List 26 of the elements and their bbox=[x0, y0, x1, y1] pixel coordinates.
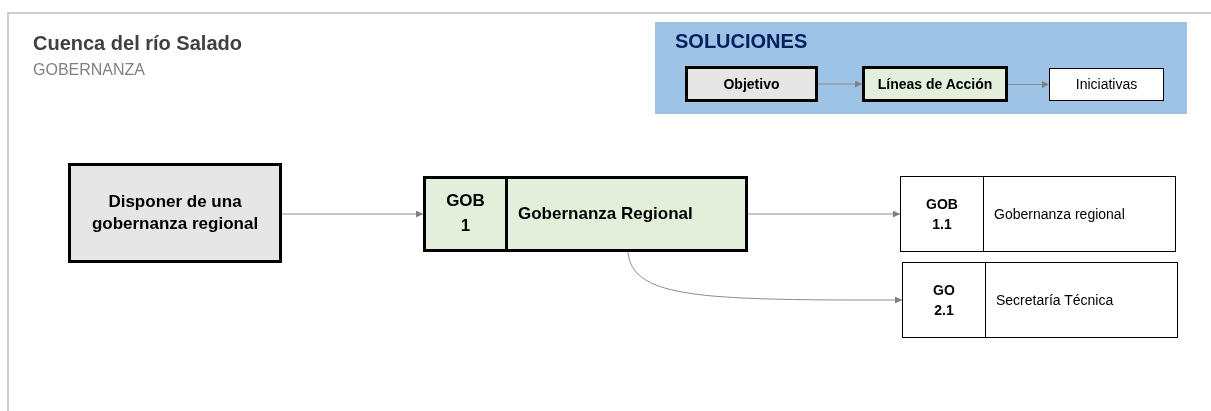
subtitle: GOBERNANZA bbox=[33, 61, 145, 79]
line-label: Gobernanza regional bbox=[994, 204, 1125, 224]
box-label: Líneas de Acción bbox=[876, 74, 994, 94]
line-label: Secretaría Técnica bbox=[996, 290, 1114, 310]
code-label: GOB 1.1 bbox=[926, 194, 958, 234]
arrow bbox=[281, 210, 424, 218]
code-box bbox=[423, 176, 748, 252]
process-box bbox=[68, 163, 282, 263]
panel-heading: SOLUCIONES bbox=[675, 30, 808, 53]
box-label: Objetivo bbox=[722, 74, 781, 94]
code-label: GOB 1 bbox=[446, 190, 485, 237]
process-box bbox=[685, 66, 818, 102]
diagram-title: Cuenca del río Salado bbox=[33, 32, 242, 55]
arrow bbox=[1007, 81, 1050, 88]
solutions-panel bbox=[655, 22, 1187, 114]
box-label: Disponer de una gobernanza regional bbox=[90, 190, 260, 235]
line-label: Gobernanza Regional bbox=[518, 202, 693, 225]
process-box bbox=[1049, 68, 1164, 101]
arrow bbox=[817, 80, 863, 88]
box-label: Iniciativas bbox=[1074, 75, 1139, 94]
process-box bbox=[862, 66, 1008, 102]
arrow bbox=[747, 210, 901, 218]
code-label: GO 2.1 bbox=[933, 280, 955, 320]
code-box bbox=[900, 176, 1176, 252]
arrow bbox=[627, 251, 903, 304]
code-box bbox=[902, 262, 1178, 338]
